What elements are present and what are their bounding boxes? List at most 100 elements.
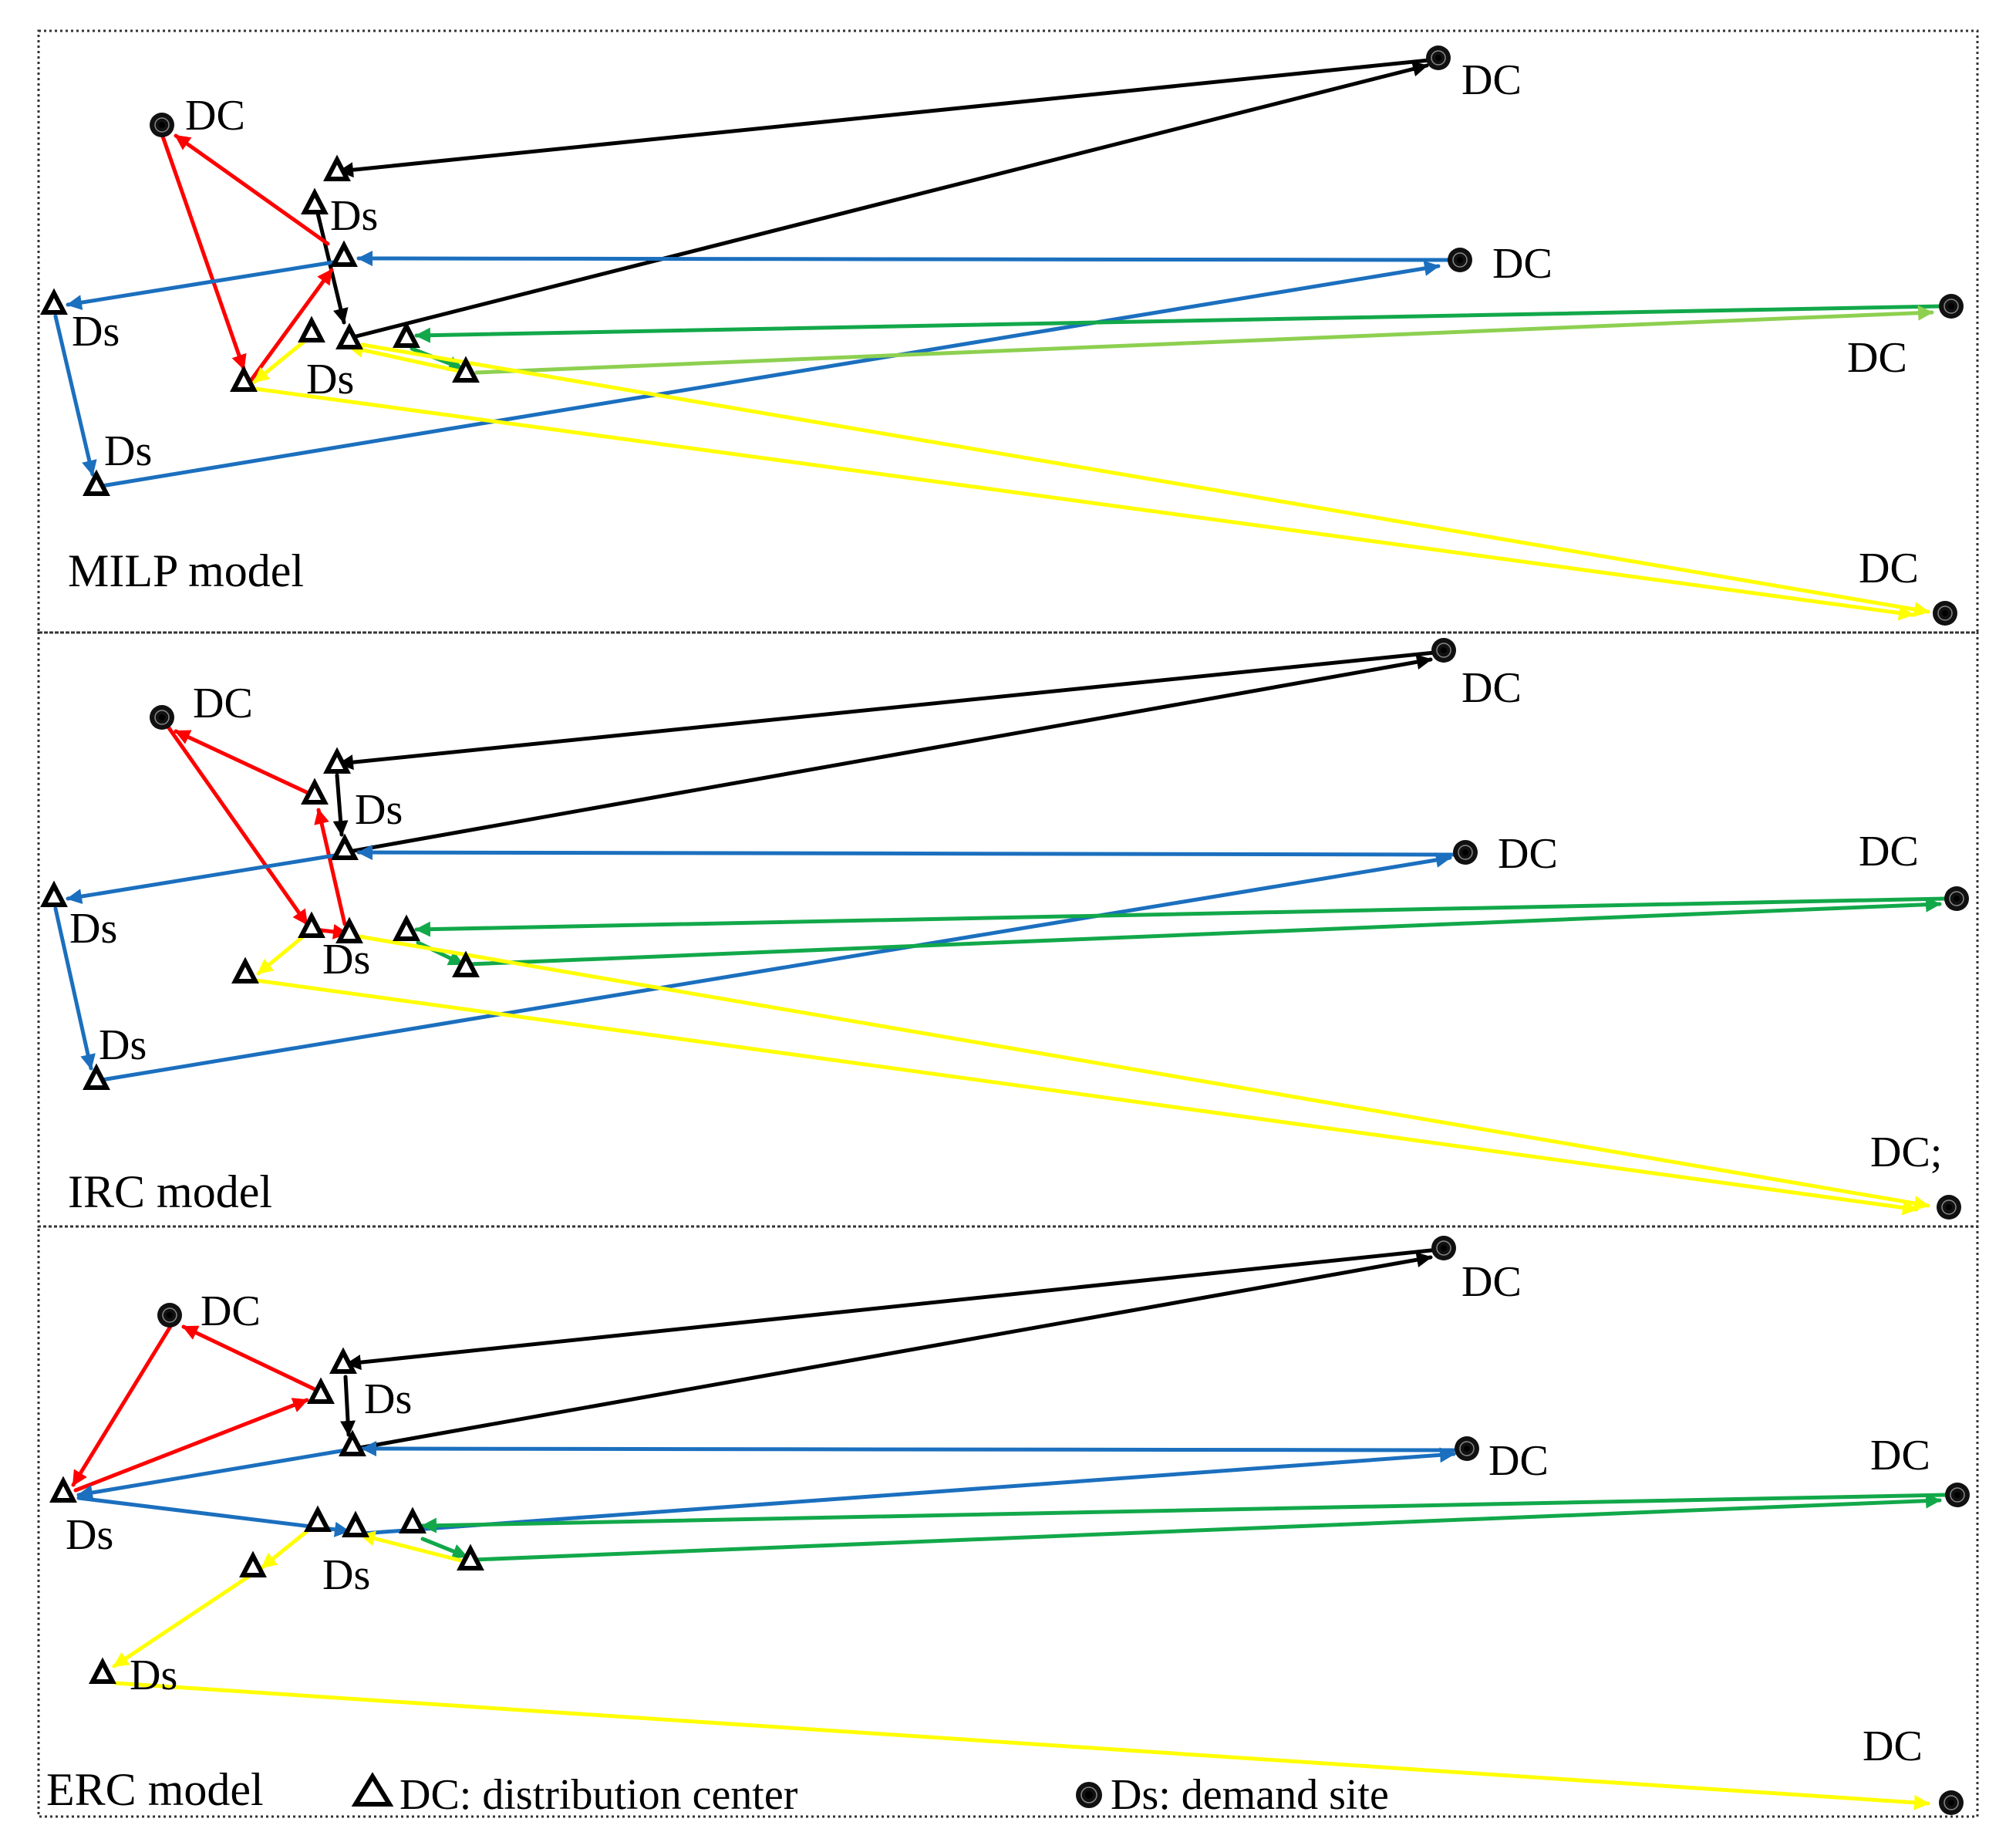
distribution-center-triangle-icon [452, 950, 480, 977]
route-arrow-yellow [360, 342, 1930, 617]
route-arrow-black [332, 773, 349, 837]
route-arrow-red [314, 808, 347, 926]
route-arrow-blue [76, 1448, 348, 1500]
distribution-center-triangle-icon [298, 315, 325, 342]
panel-frame-erc [37, 1225, 1979, 1818]
distribution-center-triangle-icon [323, 154, 351, 181]
distribution-center-triangle-icon [457, 1544, 484, 1571]
route-arrow-yellow [347, 342, 468, 375]
route-arrow-black [337, 649, 1445, 771]
route-arrow-yellow [252, 336, 311, 384]
demand-site-dot-icon [1448, 248, 1472, 272]
distribution-center-triangle-icon [301, 778, 329, 805]
panel-frame-irc [37, 631, 1979, 1228]
route-arrow-blue [99, 852, 1452, 1082]
demand-site-dot-icon [1939, 294, 1964, 319]
distribution-center-triangle-icon [329, 1347, 357, 1374]
route-arrow-yellow [359, 1530, 469, 1564]
route-arrow-red [160, 132, 247, 371]
route-arrow-green [414, 304, 1944, 343]
distribution-center-triangle-icon [323, 747, 351, 774]
node-label-dc: DC [1847, 334, 1907, 382]
distribution-center-triangle-icon [307, 1377, 335, 1404]
node-label-dc: DC [193, 680, 253, 727]
route-arrow-blue [76, 1496, 351, 1537]
route-arrow-green [420, 1493, 1947, 1533]
route-arrow-black [340, 1375, 356, 1437]
route-arrow-green [420, 1537, 469, 1559]
route-arrow-blue [356, 845, 1456, 861]
edges-layer [53, 57, 1947, 1810]
distribution-center-triangle-icon [230, 365, 258, 392]
route-arrow-blue [99, 261, 1441, 488]
model-label: IRC model [68, 1166, 272, 1217]
route-arrow-yellow [260, 1529, 309, 1570]
demand-site-dot-icon [1933, 601, 1957, 626]
route-arrow-yellow [352, 933, 1930, 1211]
node-label-ds: Ds [104, 427, 152, 475]
distribution-center-triangle-icon [83, 1063, 110, 1090]
route-arrow-blue [66, 260, 335, 311]
distribution-center-triangle-icon [40, 288, 68, 315]
nodes-layer [40, 46, 1970, 1815]
panel-irc: IRC model DC DC DC DC DC; Ds Ds Ds Ds [68, 664, 1942, 1217]
node-label-ds: Ds [322, 1551, 370, 1599]
route-arrow-yellow [241, 385, 1915, 621]
route-arrow-red [73, 1398, 309, 1493]
distribution-center-triangle-icon [231, 956, 259, 983]
route-arrow-yellow [256, 931, 309, 976]
node-label-dc: DC [1492, 240, 1552, 288]
route-arrow-light-green [474, 305, 1934, 375]
distribution-center-triangle-icon [393, 914, 420, 941]
model-label: MILP model [68, 545, 304, 596]
panel-frame-milp [37, 29, 1979, 634]
legend-triangle-icon [351, 1772, 394, 1807]
demand-site-dot-icon [1431, 1236, 1456, 1260]
distribution-center-triangle-icon [49, 1476, 77, 1503]
distribution-center-triangle-icon [239, 1550, 267, 1577]
demand-site-dot-icon [1945, 1483, 1970, 1507]
route-arrow-red [248, 268, 334, 384]
route-arrow-red [181, 1324, 319, 1392]
distribution-center-triangle-icon [393, 321, 420, 348]
distribution-center-triangle-icon [40, 880, 68, 907]
distribution-center-triangle-icon [304, 1505, 332, 1532]
demand-site-dot-icon [157, 1303, 182, 1328]
model-label: ERC model [46, 1764, 264, 1815]
node-label-ds: Ds [69, 905, 117, 953]
node-label-dc: DC [1461, 1258, 1522, 1306]
distribution-center-triangle-icon [89, 1657, 116, 1684]
demand-site-dot-icon [1944, 886, 1969, 911]
node-label-ds: Ds [322, 936, 370, 983]
distribution-center-triangle-icon [335, 322, 363, 349]
node-label-dc: DC; [1870, 1129, 1942, 1176]
distribution-center-triangle-icon [298, 911, 325, 938]
node-label-ds: Ds [355, 786, 403, 834]
node-label-dc: DC [1498, 830, 1558, 878]
distribution-center-triangle-icon [335, 916, 363, 943]
distribution-center-triangle-icon [342, 1510, 369, 1537]
demand-site-dot-icon [150, 705, 174, 730]
route-arrow-green [414, 896, 1947, 937]
demand-site-dot-icon [1426, 46, 1451, 70]
route-arrow-blue [66, 852, 342, 904]
route-arrow-black [342, 654, 1433, 855]
route-arrow-green [467, 896, 1942, 967]
demand-site-dot-icon [1455, 1436, 1479, 1461]
demand-site-dot-icon [1453, 840, 1478, 865]
route-arrow-red [71, 1323, 174, 1487]
route-arrow-yellow [248, 977, 1919, 1216]
node-label-ds: Ds [306, 356, 354, 403]
node-label-dc: DC [1870, 1432, 1930, 1479]
node-label-ds: Ds [66, 1511, 113, 1559]
demand-site-dot-icon [150, 113, 174, 137]
route-arrow-blue [360, 1441, 1456, 1457]
legend-dot-label: Ds: demand site [1111, 1771, 1389, 1819]
route-arrow-blue [356, 251, 1452, 267]
legend-dot-icon [1076, 1782, 1102, 1808]
route-arrow-yellow [113, 1681, 1930, 1810]
panel-milp: MILP model DC DC DC DC DC Ds Ds Ds Ds [68, 56, 1919, 596]
node-label-ds: Ds [99, 1021, 147, 1069]
